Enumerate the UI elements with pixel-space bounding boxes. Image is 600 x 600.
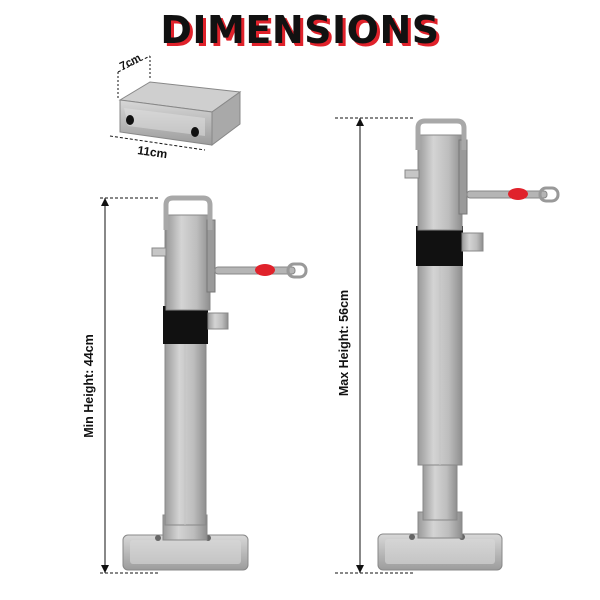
jack-max-height-dimension (335, 117, 415, 574)
bracket-width-dimension (109, 135, 206, 151)
bracket-depth-dimension (117, 55, 151, 98)
jack-min-height-dimension (100, 197, 160, 574)
bracket-depth-label: 7cm (118, 52, 143, 73)
jack-max-height (377, 118, 560, 571)
mounting-bracket (118, 81, 242, 146)
page-title: DIMENSIONS (160, 8, 440, 52)
bracket-width-label: 11cm (137, 143, 169, 161)
jack-max-height-label: Max Height: 56cm (337, 290, 351, 396)
jack-min-height (122, 195, 308, 571)
jack-min-height-label: Min Height: 44cm (82, 334, 96, 438)
